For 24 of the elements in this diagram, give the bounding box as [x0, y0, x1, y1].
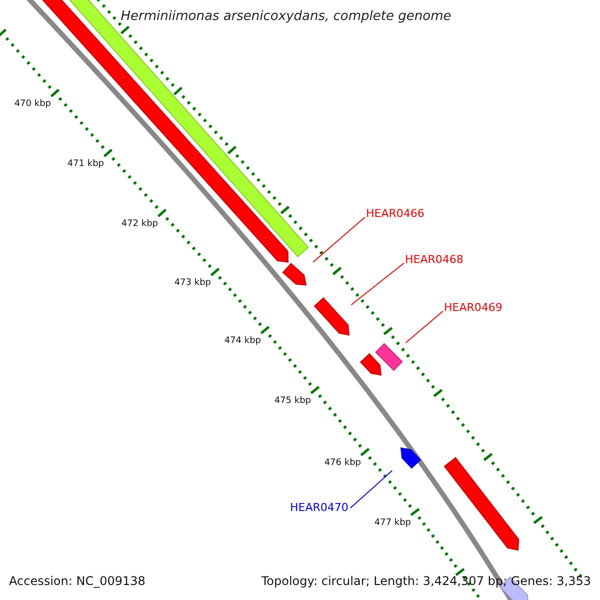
title: Herminiimonas arsenicoxydans, complete genome [120, 10, 452, 24]
gene-label: HEAR0469 [444, 302, 502, 314]
gene-bar [282, 262, 307, 286]
scale-label: 470 kbp [14, 100, 51, 110]
scale-label: 476 kbp [324, 459, 361, 469]
gene-bar [400, 447, 422, 469]
leader-line [350, 470, 393, 509]
scale-label: 474 kbp [224, 337, 261, 347]
gene-bar [314, 297, 350, 336]
gene-bar [444, 457, 520, 551]
gene-label: HEAR0468 [405, 254, 464, 266]
leader-line [350, 262, 404, 306]
scale-label: 471 kbp [67, 160, 104, 170]
scale-label: 477 kbp [374, 519, 411, 529]
gene-bar [360, 353, 382, 376]
gene-label: HEAR0470 [290, 502, 348, 514]
scale-label: 475 kbp [274, 397, 311, 407]
genome-info: Topology: circular; Length: 3,424,307 bp; Genes: 3,353 [261, 575, 591, 588]
gene-bar [375, 343, 403, 371]
accession-label: Accession: NC_009138 [9, 575, 146, 588]
scale-label: 473 kbp [174, 279, 211, 289]
leader-line [405, 310, 444, 344]
gene-label: HEAR0466 [366, 208, 424, 220]
scale-label: 472 kbp [121, 220, 158, 230]
